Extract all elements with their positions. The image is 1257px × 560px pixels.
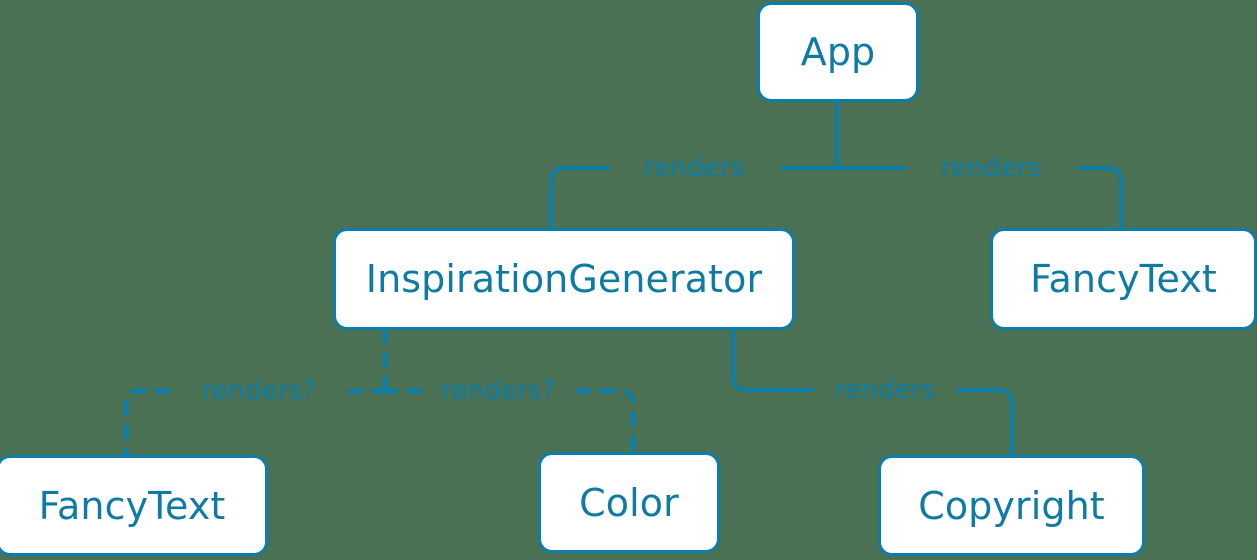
edge-inspirationgenerator-to-fancytext <box>123 388 388 458</box>
node-inspirationgenerator-label: InspirationGenerator <box>365 257 763 301</box>
node-copyright-label: Copyright <box>918 483 1105 528</box>
node-fancytext-bottom-label: FancyText <box>38 483 226 528</box>
edge-app-to-inspirationgenerator <box>549 166 839 230</box>
node-copyright[interactable]: Copyright <box>878 455 1145 556</box>
node-color[interactable]: Color <box>538 452 720 553</box>
edge-label-inspirationgenerator-to-fancytext: renders? <box>201 376 317 406</box>
edge-label-app-to-fancytext: renders <box>940 153 1042 183</box>
edge-inspirationgenerator-to-copyright <box>731 328 1014 457</box>
node-fancytext-top[interactable]: FancyText <box>990 228 1257 330</box>
edge-label-app-to-inspirationgenerator: renders <box>643 153 745 183</box>
edge-label-inspirationgenerator-to-copyright: renders <box>834 375 936 405</box>
node-app-label: App <box>800 30 876 74</box>
node-color-label: Color <box>579 480 679 525</box>
edge-label-inspirationgenerator-to-color: renders? <box>440 376 556 406</box>
node-inspirationgenerator[interactable]: InspirationGenerator <box>333 228 795 330</box>
node-app[interactable]: App <box>757 2 919 102</box>
edge-app-to-fancytext <box>835 166 1123 230</box>
node-fancytext-top-label: FancyText <box>1030 257 1217 301</box>
edge-inspirationgenerator-to-color <box>382 388 636 455</box>
node-fancytext-bottom[interactable]: FancyText <box>0 455 268 556</box>
